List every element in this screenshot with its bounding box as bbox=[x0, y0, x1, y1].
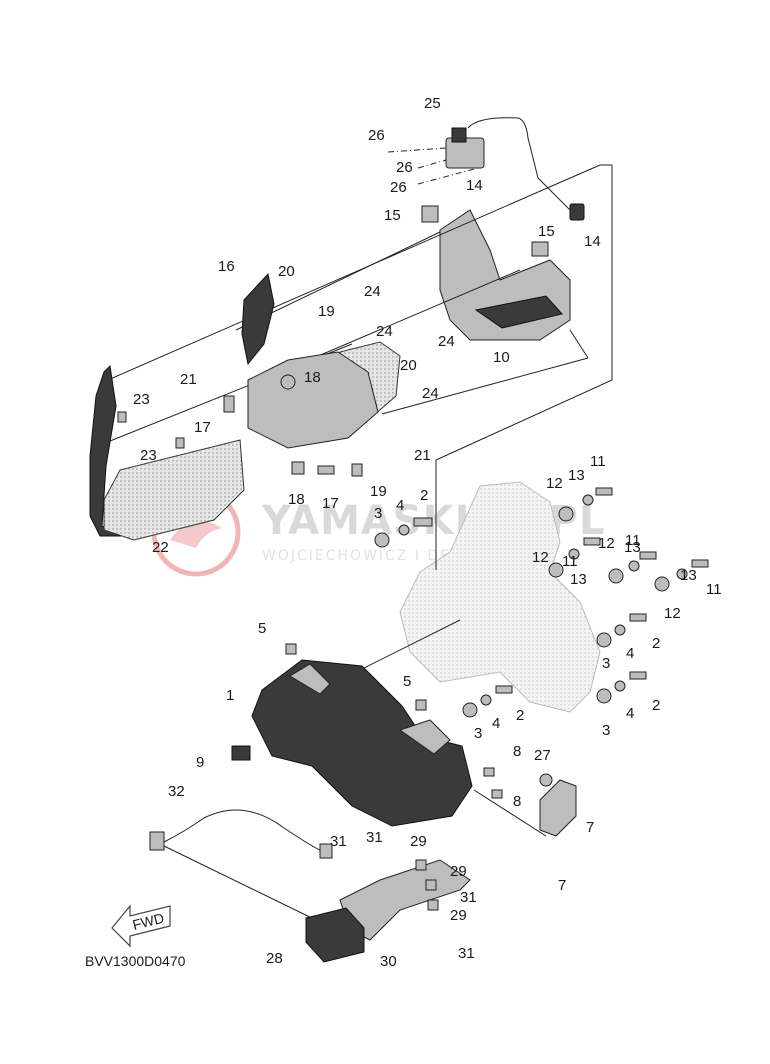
callout-8: 8 bbox=[513, 743, 521, 760]
callout-11: 11 bbox=[590, 453, 606, 470]
callout-19: 19 bbox=[370, 483, 387, 500]
callout-14: 14 bbox=[584, 233, 601, 250]
callout-11: 11 bbox=[562, 553, 578, 570]
callout-13: 13 bbox=[570, 571, 587, 588]
callout-2: 2 bbox=[652, 697, 660, 714]
callout-3: 3 bbox=[602, 722, 610, 739]
callout-12: 12 bbox=[532, 549, 549, 566]
fwd-arrow: FWD bbox=[111, 904, 171, 948]
callout-5: 5 bbox=[258, 620, 266, 637]
callout-4: 4 bbox=[626, 705, 634, 722]
callout-23: 23 bbox=[140, 447, 157, 464]
callout-24: 24 bbox=[376, 323, 393, 340]
callout-31: 31 bbox=[460, 889, 477, 906]
callout-26: 26 bbox=[390, 179, 407, 196]
callout-17: 17 bbox=[194, 419, 211, 436]
panel-22 bbox=[103, 439, 245, 541]
callout-18: 18 bbox=[304, 369, 321, 386]
side-panels bbox=[89, 272, 275, 541]
callout-2: 2 bbox=[420, 487, 428, 504]
callout-31: 31 bbox=[330, 833, 347, 850]
callout-31: 31 bbox=[366, 829, 383, 846]
frame-outline bbox=[399, 481, 601, 713]
callout-20: 20 bbox=[278, 263, 295, 280]
callout-21: 21 bbox=[180, 371, 197, 388]
panel-16 bbox=[241, 272, 275, 366]
callout-18: 18 bbox=[288, 491, 305, 508]
callout-4: 4 bbox=[626, 645, 634, 662]
callout-16: 16 bbox=[218, 258, 235, 275]
callout-24: 24 bbox=[438, 333, 455, 350]
callout-13: 13 bbox=[624, 539, 641, 556]
callout-1: 1 bbox=[226, 687, 234, 704]
fastener-sets bbox=[374, 487, 709, 718]
callout-29: 29 bbox=[450, 907, 467, 924]
leader-lines bbox=[99, 164, 613, 923]
callout-15: 15 bbox=[384, 207, 401, 224]
callout-11: 11 bbox=[706, 581, 722, 598]
callout-31: 31 bbox=[458, 945, 475, 962]
inner-cowl-upper bbox=[421, 205, 571, 341]
callout-7: 7 bbox=[558, 877, 566, 894]
callout-21: 21 bbox=[414, 447, 431, 464]
fwd-label: FWD bbox=[131, 910, 166, 933]
callout-26: 26 bbox=[396, 159, 413, 176]
callout-3: 3 bbox=[474, 725, 482, 742]
callout-8: 8 bbox=[513, 793, 521, 810]
panel-outer-22 bbox=[89, 364, 122, 537]
callout-14: 14 bbox=[466, 177, 483, 194]
callout-9: 9 bbox=[196, 754, 204, 771]
callout-2: 2 bbox=[516, 707, 524, 724]
callout-3: 3 bbox=[374, 505, 382, 522]
callout-28: 28 bbox=[266, 950, 283, 967]
callout-12: 12 bbox=[546, 475, 563, 492]
callout-12: 12 bbox=[664, 605, 681, 622]
callout-13: 13 bbox=[680, 567, 697, 584]
callout-25: 25 bbox=[424, 95, 441, 112]
callout-11: 11 bbox=[625, 532, 641, 549]
callout-13: 13 bbox=[568, 467, 585, 484]
callout-15: 15 bbox=[538, 223, 555, 240]
callout-24: 24 bbox=[364, 283, 381, 300]
callout-4: 4 bbox=[492, 715, 500, 732]
ecu-28 bbox=[305, 907, 365, 963]
callout-20: 20 bbox=[400, 357, 417, 374]
callout-17: 17 bbox=[322, 495, 339, 512]
callout-19: 19 bbox=[318, 303, 335, 320]
upper-bracket-assembly bbox=[387, 117, 585, 221]
lower-bracket bbox=[305, 859, 471, 963]
callout-26: 26 bbox=[368, 127, 385, 144]
callout-2: 2 bbox=[652, 635, 660, 652]
inner-panel-center bbox=[223, 341, 401, 477]
wire-harness-32 bbox=[149, 809, 333, 859]
callout-29: 29 bbox=[410, 833, 427, 850]
callout-30: 30 bbox=[380, 953, 397, 970]
diagram-code: BVV1300D0470 bbox=[85, 953, 186, 969]
callout-3: 3 bbox=[602, 655, 610, 672]
bracket-right bbox=[539, 773, 577, 837]
callout-10: 10 bbox=[493, 349, 510, 366]
callout-7: 7 bbox=[586, 819, 594, 836]
headlight-assembly bbox=[231, 643, 503, 827]
callout-22: 22 bbox=[152, 539, 169, 556]
callout-32: 32 bbox=[168, 783, 185, 800]
callout-5: 5 bbox=[403, 673, 411, 690]
callout-24: 24 bbox=[422, 385, 439, 402]
callout-29: 29 bbox=[450, 863, 467, 880]
callout-4: 4 bbox=[396, 497, 404, 514]
callout-12: 12 bbox=[598, 535, 615, 552]
callout-27: 27 bbox=[534, 747, 551, 764]
callout-23: 23 bbox=[133, 391, 150, 408]
